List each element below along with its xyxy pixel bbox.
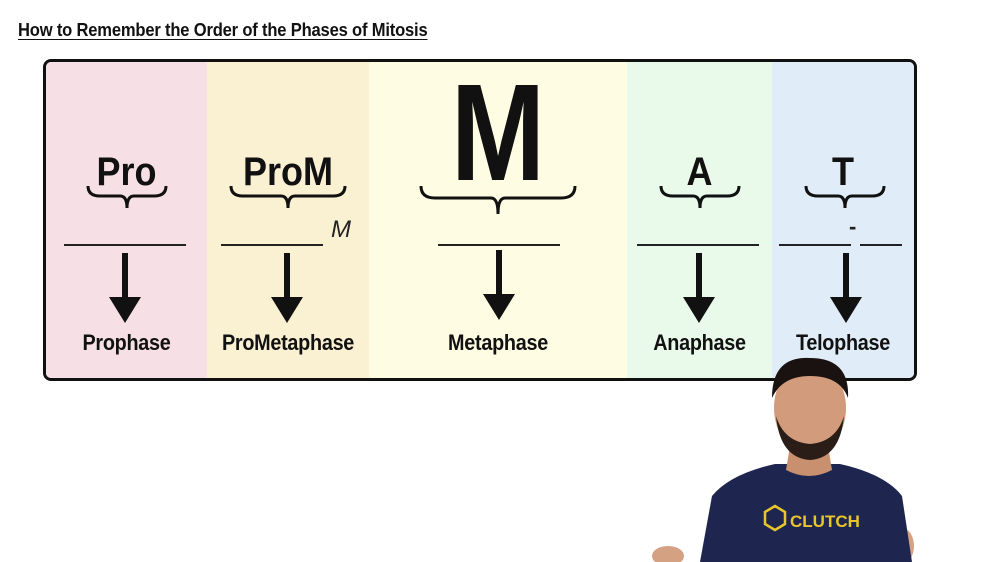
- shirt: [700, 464, 912, 562]
- abbreviation-pro: Pro: [96, 150, 157, 194]
- blank-line: [64, 244, 186, 246]
- curly-brace-icon: [804, 185, 886, 209]
- hexagon-logo-icon: [763, 504, 787, 532]
- phase-label-prometaphase: ProMetaphase: [221, 330, 355, 355]
- superscript-m: M: [331, 216, 351, 243]
- presenter-face: [774, 362, 846, 454]
- blank-line: [860, 244, 902, 246]
- abbreviation-t: T: [832, 150, 854, 194]
- presenter-video: CLUTCH: [652, 357, 914, 562]
- mitosis-phases-diagram: Pro Prophase ProM M ProMetaphase M Meta: [43, 59, 917, 381]
- phase-label-prophase: Prophase: [82, 330, 171, 355]
- blank-line: [779, 244, 851, 246]
- phase-label-metaphase: Metaphase: [448, 330, 548, 355]
- curly-brace-icon: [86, 185, 168, 209]
- blank-line: [438, 244, 560, 246]
- curly-brace-icon: [229, 185, 347, 209]
- down-arrow-icon: [483, 250, 515, 320]
- column-anaphase: A Anaphase: [627, 62, 772, 378]
- curly-brace-icon: [659, 185, 741, 209]
- column-metaphase: M Metaphase: [369, 62, 627, 378]
- down-arrow-icon: [271, 253, 303, 323]
- curly-brace-icon: [419, 185, 577, 215]
- blank-line: [221, 244, 323, 246]
- column-telophase: T - Telophase: [772, 62, 914, 378]
- down-arrow-icon: [683, 253, 715, 323]
- column-prometaphase: ProM M ProMetaphase: [207, 62, 369, 378]
- abbreviation-m: M: [450, 59, 546, 210]
- hand-left: [652, 546, 684, 562]
- column-prophase: Pro Prophase: [46, 62, 207, 378]
- shirt-logo-text: CLUTCH: [790, 512, 860, 531]
- phase-label-telophase: Telophase: [795, 330, 891, 355]
- hyphen-mark: -: [849, 214, 857, 239]
- down-arrow-icon: [109, 253, 141, 323]
- abbreviation-prom: ProM: [243, 150, 333, 194]
- abbreviation-a: A: [686, 150, 713, 194]
- blank-line: [637, 244, 759, 246]
- slide-title: How to Remember the Order of the Phases …: [18, 20, 428, 40]
- phase-label-anaphase: Anaphase: [653, 330, 746, 355]
- down-arrow-icon: [830, 253, 862, 323]
